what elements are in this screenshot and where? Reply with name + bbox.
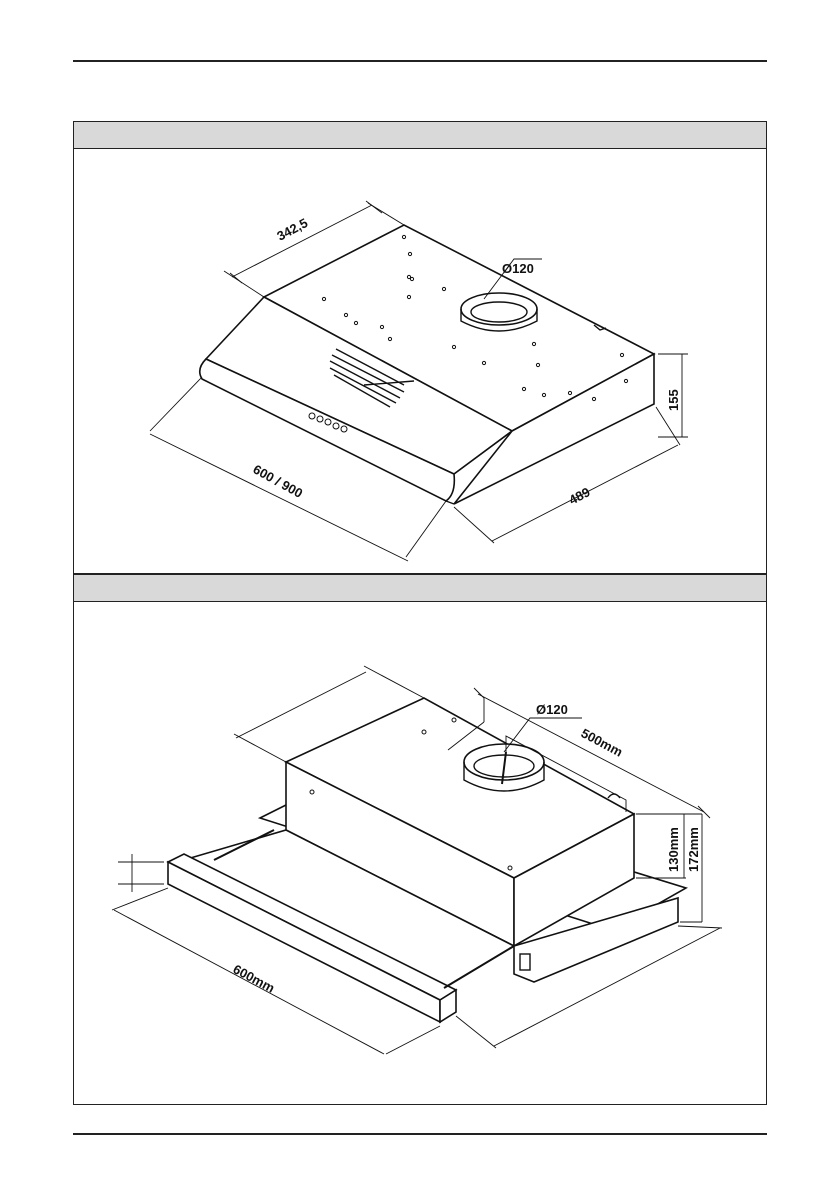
label-height-total: 172mm <box>686 827 701 872</box>
label-duct-diameter: Ø120 <box>502 261 534 276</box>
label-width: 600mm <box>231 961 278 995</box>
header-rule <box>73 60 767 62</box>
figure-panel-header <box>74 122 766 149</box>
figure-panel-standard-hood: 342,5 Ø120 155 600 / 900 489 <box>73 121 767 574</box>
label-depth: 489 <box>566 484 592 507</box>
label-width: 600 / 900 <box>251 462 306 501</box>
label-height-body: 130mm <box>666 827 681 872</box>
standard-hood-diagram: 342,5 Ø120 155 600 / 900 489 <box>74 149 766 573</box>
label-depth: 500mm <box>579 725 626 759</box>
label-height: 155 <box>666 389 681 411</box>
label-duct-diameter: Ø120 <box>536 702 568 717</box>
footer-rule <box>73 1133 767 1135</box>
telescopic-hood-diagram: Ø120 500mm 130mm 172mm <box>74 602 766 1104</box>
figure-panel-header <box>74 575 766 602</box>
dimension-front-bar <box>118 854 164 892</box>
figure-panel-telescopic-hood: Ø120 500mm 130mm 172mm <box>73 574 767 1105</box>
